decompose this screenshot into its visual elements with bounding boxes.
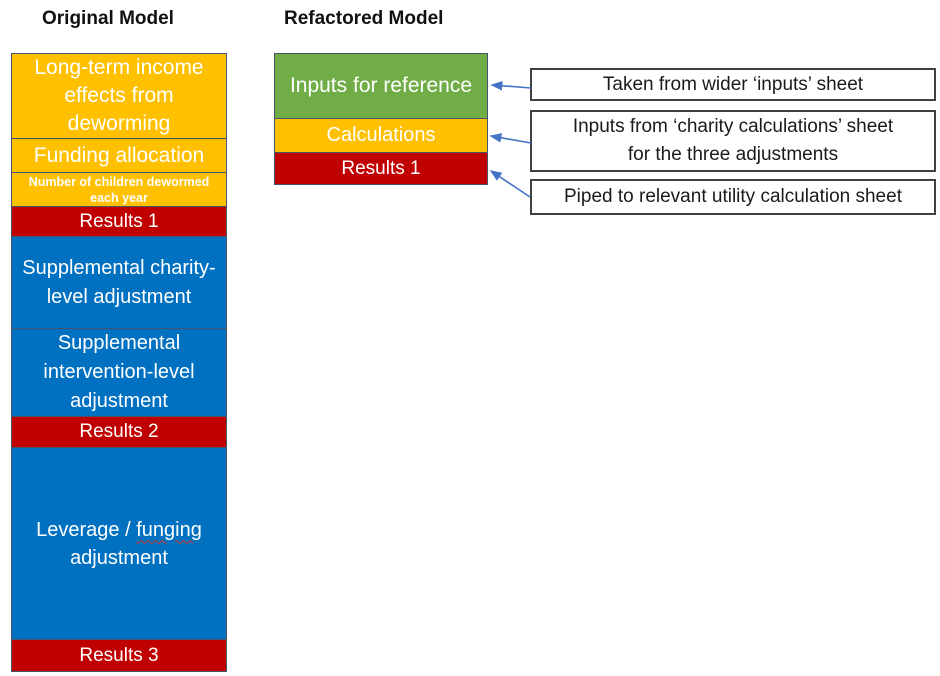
refactored-model-column: Inputs for reference Calculations Result… (274, 53, 488, 185)
leverage-label: Leverage / funging adjustment (36, 516, 202, 572)
annotation-2-line-2: for the three adjustments (627, 144, 839, 165)
block-long-term-income: Long-term income effects from deworming (11, 53, 227, 139)
block-funding-allocation: Funding allocation (11, 139, 227, 173)
block-results-3: Results 3 (11, 640, 227, 672)
refactored-model-title: Refactored Model (284, 8, 444, 29)
annotation-3-text: Piped to relevant utility calculation sh… (564, 186, 902, 207)
block-number-children-dewormed: Number of children dewormed each year (11, 173, 227, 207)
annotation-inputs-from-charity-calculations: Inputs from ‘charity calculations’ sheet… (530, 110, 936, 172)
block-results-1: Results 1 (11, 207, 227, 237)
block-leverage-funging-adjustment: Leverage / funging adjustment (11, 448, 227, 640)
annotation-2-text: Inputs from ‘charity calculations’ sheet… (573, 113, 893, 169)
block-refactored-results-1: Results 1 (274, 153, 488, 185)
block-calculations: Calculations (274, 119, 488, 153)
original-model-column: Long-term income effects from deworming … (11, 53, 227, 672)
annotation-2-line-1: Inputs from ‘charity calculations’ sheet (572, 116, 894, 137)
original-model-title: Original Model (42, 8, 174, 29)
block-supplemental-intervention-adjustment: Supplemental intervention-level adjustme… (11, 329, 227, 417)
annotation-taken-from-inputs-sheet: Taken from wider ‘inputs’ sheet (530, 68, 936, 101)
annotation-1-text: Taken from wider ‘inputs’ sheet (602, 73, 864, 95)
leverage-label-misspelled-word: funging (136, 518, 202, 541)
arrow-annotation3-to-results-block (489, 170, 531, 198)
arrow-annotation2-to-calculations-block (489, 133, 532, 144)
block-inputs-for-reference: Inputs for reference (274, 53, 488, 119)
leverage-label-before: Leverage / (36, 518, 137, 541)
block-supplemental-charity-adjustment: Supplemental charity-level adjustment (11, 237, 227, 329)
block-results-2: Results 2 (11, 417, 227, 448)
annotation-piped-to-utility-sheet: Piped to relevant utility calculation sh… (530, 179, 936, 215)
leverage-label-after: adjustment (70, 546, 168, 569)
arrow-annotation1-to-inputs-block (490, 81, 532, 91)
